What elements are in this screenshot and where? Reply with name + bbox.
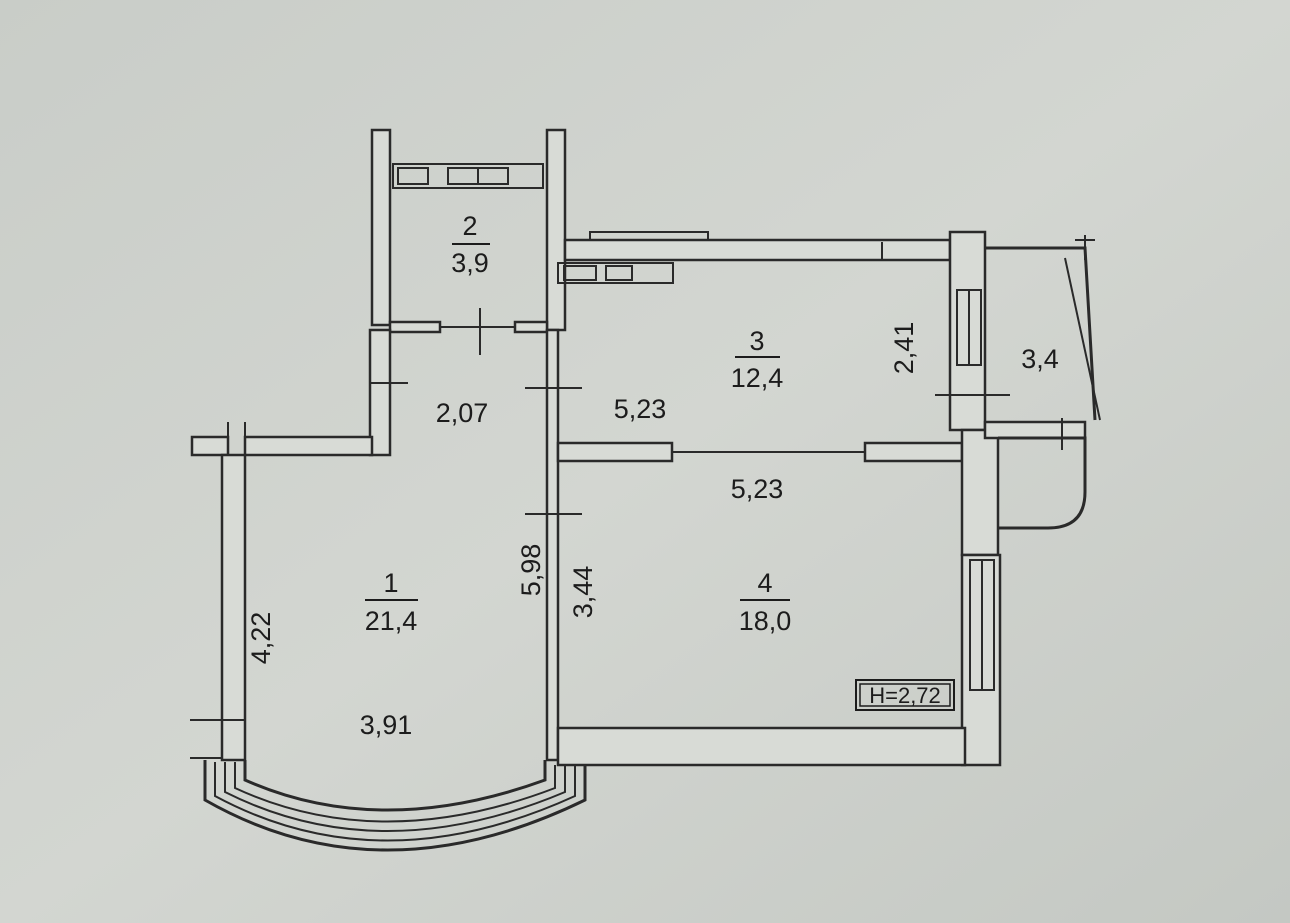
room-3-area: 12,4 [731, 363, 784, 393]
room-1-label: 1 21,4 [365, 568, 418, 636]
room-3-label: 3 12,4 [731, 326, 784, 393]
walls [190, 128, 1101, 852]
room-1-area: 21,4 [365, 606, 418, 636]
room-4-area: 18,0 [739, 606, 792, 636]
room-4-label: 4 18,0 [739, 568, 792, 636]
dim-room3-top: 5,23 [614, 394, 667, 424]
dim-room4-left: 3,44 [568, 566, 598, 619]
dim-room1-top: 2,07 [436, 398, 489, 428]
room-2-number: 2 [462, 211, 477, 241]
ceiling-height: H=2,72 [869, 683, 941, 708]
dim-room3-right: 2,41 [889, 322, 919, 375]
dim-room1-bottom: 3,91 [360, 710, 413, 740]
room-1-number: 1 [383, 568, 398, 598]
room-2-label: 2 3,9 [451, 211, 490, 278]
dim-room1-left: 4,22 [246, 612, 276, 665]
balcony-label: 3,4 [1021, 344, 1059, 374]
balcony-area: 3,4 [1021, 344, 1059, 374]
room-4-number: 4 [757, 568, 772, 598]
room-2-area: 3,9 [451, 248, 489, 278]
dim-room1-right: 5,98 [516, 544, 546, 597]
dim-room4-top: 5,23 [731, 474, 784, 504]
ceiling-height-box: H=2,72 [855, 679, 955, 711]
room-3-number: 3 [749, 326, 764, 356]
